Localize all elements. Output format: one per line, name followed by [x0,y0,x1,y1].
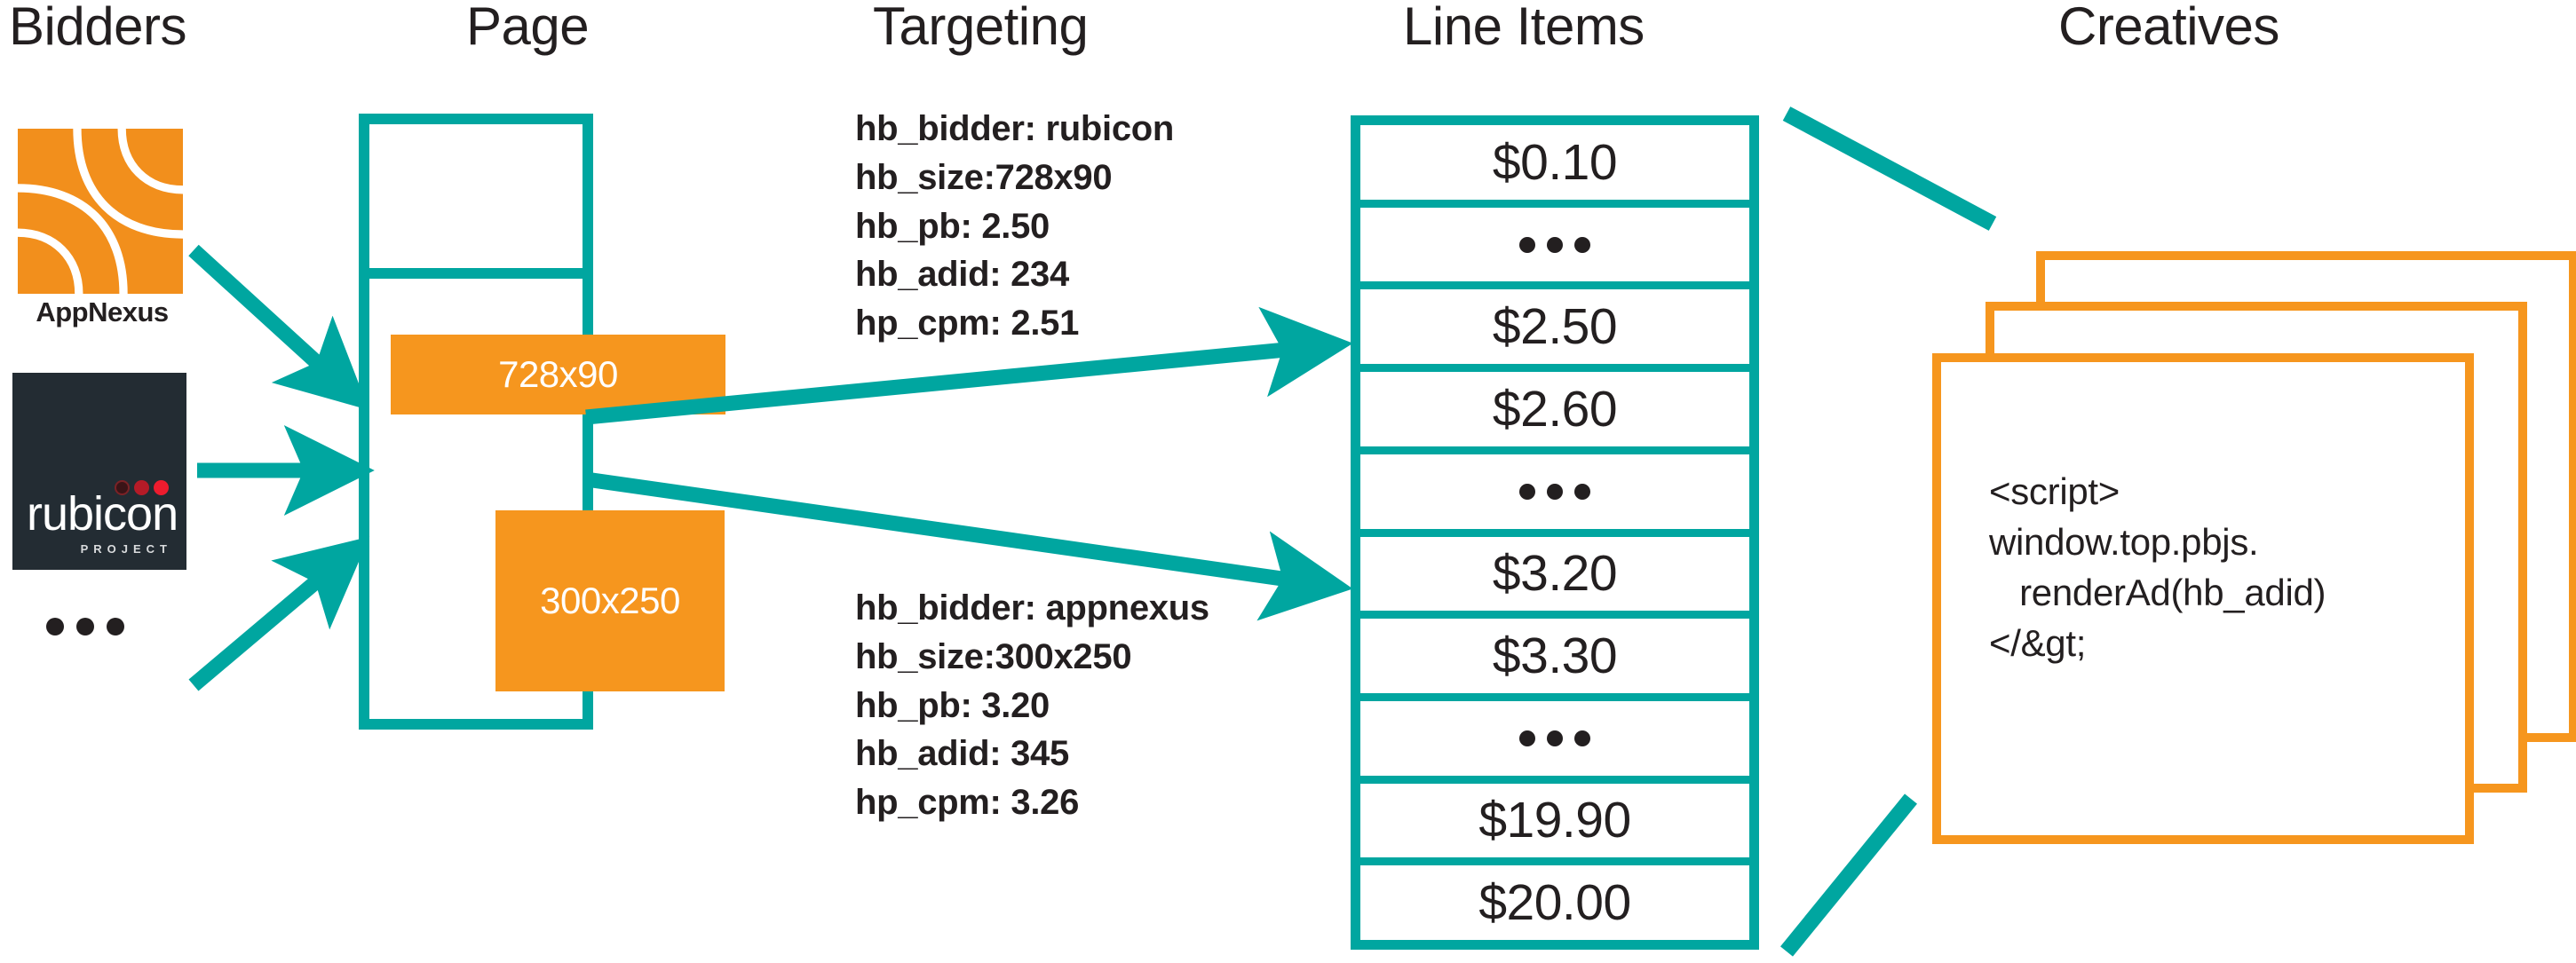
targeting-line: hb_size:300x250 [855,636,1132,676]
targeting-line: hb_pb: 3.20 [855,685,1050,725]
creative-code-snippet: <script> window.top.pbjs. renderAd(hb_ad… [1989,470,2326,665]
rubicon-wordmark: rubicon [27,487,178,541]
bidders-more-ellipsis-icon [46,618,124,635]
line-item-row[interactable]: $2.50 [1360,289,1749,373]
targeting-line: hb_adid: 345 [855,734,1069,774]
appnexus-label: AppNexus [36,296,169,328]
ad-slot-728x90[interactable]: 728x90 [391,335,725,414]
creative-card-front [1932,353,2474,844]
targeting-block-appnexus: hb_bidder: appnexus hb_size:300x250 hb_p… [855,584,1209,827]
arrow-other-bidders-to-page [188,536,370,691]
line-item-row[interactable]: $20.00 [1360,865,1749,941]
line-item-row[interactable]: $3.20 [1360,536,1749,620]
ad-slot-300x250[interactable]: 300x250 [495,510,725,691]
targeting-line: hp_cpm: 2.51 [855,304,1080,343]
column-heading-targeting: Targeting [873,0,1089,56]
rubicon-subtitle: PROJECT [80,542,172,556]
rubicon-dots-icon [115,480,169,495]
line-item-row-ellipsis [1360,700,1749,784]
targeting-line: hb_size:728x90 [855,157,1113,197]
line-item-row[interactable]: $19.90 [1360,783,1749,866]
column-heading-lineitems: Line Items [1403,0,1645,56]
rubicon-project-logo-icon: rubicon PROJECT [12,373,186,570]
appnexus-logo-icon [18,129,183,294]
ellipsis-icon [1519,483,1590,500]
targeting-line: hb_bidder: rubicon [855,109,1175,148]
targeting-line: hb_pb: 2.50 [855,206,1050,246]
ellipsis-icon [1519,730,1590,746]
column-heading-creatives: Creatives [2058,0,2279,56]
line-item-row[interactable]: $0.10 [1360,125,1749,208]
targeting-line: hb_bidder: appnexus [855,588,1209,628]
column-heading-bidders: Bidders [9,0,186,56]
line-item-row-ellipsis [1360,207,1749,290]
arrow-appnexus-to-page [188,244,369,411]
column-heading-page: Page [466,0,590,56]
connector-lineitems-to-creatives-top [1782,107,1997,231]
line-item-row[interactable]: $2.60 [1360,372,1749,454]
targeting-line: hb_adid: 234 [855,255,1069,295]
connector-lineitems-to-creatives-bottom [1780,793,1917,957]
targeting-block-rubicon: hb_bidder: rubicon hb_size:728x90 hb_pb:… [855,105,1174,348]
line-items-table: $0.10 $2.50 $2.60 $3.20 $3.30 $19.90 $20… [1351,115,1759,950]
targeting-line: hp_cpm: 3.26 [855,783,1080,823]
line-item-row-ellipsis [1360,454,1749,537]
page-header-divider [359,268,593,279]
line-item-row[interactable]: $3.30 [1360,619,1749,701]
ellipsis-icon [1519,236,1590,253]
